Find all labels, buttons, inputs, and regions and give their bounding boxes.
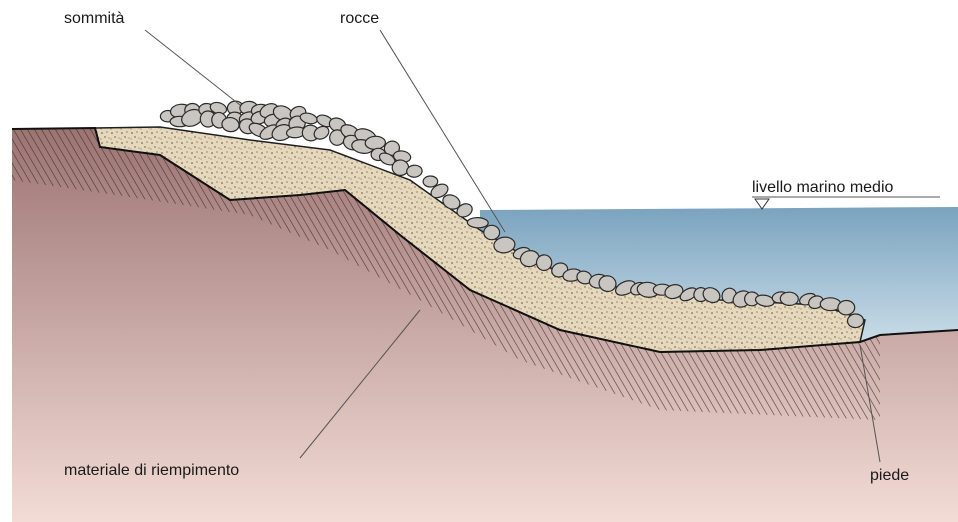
water-level-marker-icon — [755, 199, 769, 209]
rock — [484, 225, 500, 239]
rock — [780, 292, 798, 306]
rock — [467, 217, 488, 228]
label-livello-marino-medio: livello marino medio — [752, 180, 893, 196]
rock — [365, 136, 386, 150]
label-rocce: rocce — [340, 11, 379, 27]
label-piede: piede — [870, 468, 909, 484]
label-sommita: sommità — [64, 11, 124, 27]
rock — [847, 313, 864, 328]
label-materiale-di-riempimento: materiale di riempimento — [64, 463, 239, 479]
rock — [838, 300, 855, 315]
leader-sommita — [145, 30, 240, 105]
rock — [423, 176, 438, 187]
